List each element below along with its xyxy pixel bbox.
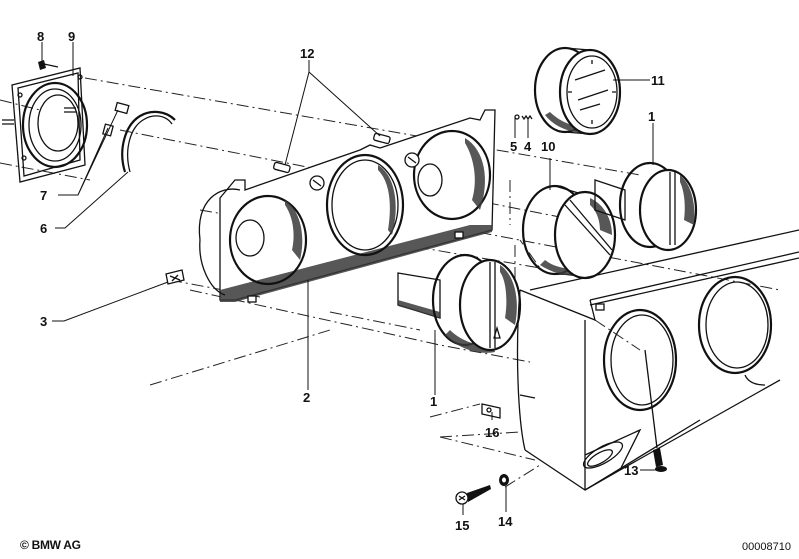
part-12-bulb-sockets[interactable]: [273, 132, 391, 174]
part-14-washer[interactable]: [499, 474, 509, 486]
callout-8: 8: [37, 29, 44, 44]
callout-4: 4: [524, 139, 532, 154]
leader-lines: [41, 42, 656, 515]
part-1-air-outlet-center[interactable]: [397, 253, 522, 353]
callout-5-text: 5: [510, 139, 517, 154]
callout-1-center: 1: [430, 394, 437, 409]
dashboard-panel: [516, 229, 799, 491]
copyright-notice: © BMW AG: [20, 538, 81, 552]
callout-labels: 8 9 7 6 3 12 2 1 12 11 6 5 4 10 1 16 14 …: [37, 29, 665, 533]
callout-3: 3: [40, 314, 47, 329]
callout-13: 13: [624, 463, 638, 478]
callout-14: 14: [498, 514, 513, 529]
part-1-air-outlet-right[interactable]: [594, 161, 698, 252]
callout-9: 9: [68, 29, 75, 44]
callout-16: 16: [485, 425, 499, 440]
callout-15: 15: [455, 518, 469, 533]
part-10-air-outlet[interactable]: [521, 184, 617, 280]
callout-2: 2: [303, 390, 310, 405]
callout-10: 10: [541, 139, 555, 154]
callout-12: 12: [300, 46, 314, 61]
part-8-screw[interactable]: [38, 60, 59, 70]
part-3-clip[interactable]: [165, 269, 185, 285]
part-13-expanding-rivet[interactable]: [644, 349, 667, 472]
part-2-instrument-carrier[interactable]: [198, 109, 496, 303]
part-11-clock[interactable]: [533, 46, 622, 136]
part-15-screw[interactable]: [455, 485, 491, 505]
part-7-bulb-holders[interactable]: [102, 101, 130, 137]
part-5-pin[interactable]: [514, 114, 520, 120]
part-4-spring[interactable]: [521, 114, 533, 121]
callout-1-right: 1: [648, 109, 655, 124]
document-number: 00008710: [742, 541, 791, 553]
callout-6: 6: [40, 221, 47, 236]
part-9-gauge-housing[interactable]: [2, 67, 89, 183]
part-6-retaining-ring[interactable]: [121, 110, 176, 173]
callout-7: 7: [40, 188, 47, 203]
part-16-clip-nut[interactable]: [481, 403, 501, 419]
callout-11-text: 11: [651, 73, 665, 88]
